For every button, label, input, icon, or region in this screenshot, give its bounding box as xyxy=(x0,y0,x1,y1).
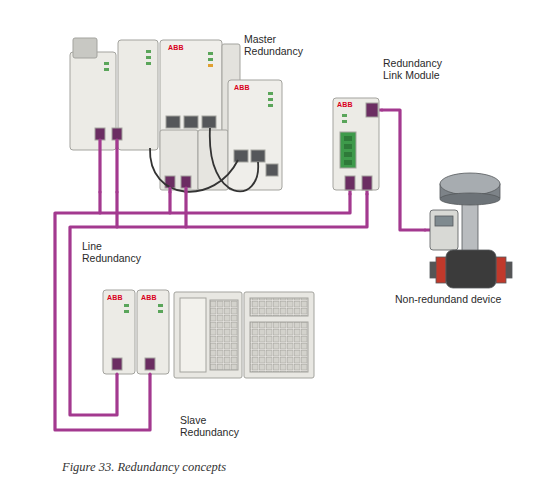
cpu-module xyxy=(228,80,282,190)
brand-logo: ABB xyxy=(107,294,123,301)
figure-caption: Figure 33. Redundancy concepts xyxy=(62,460,226,475)
dsub-connector xyxy=(73,38,97,58)
valve-flange xyxy=(496,257,506,283)
actuator-top xyxy=(440,173,500,195)
ethernet-port xyxy=(266,164,278,176)
led xyxy=(208,52,213,55)
module-body xyxy=(137,290,169,374)
terminal-row xyxy=(250,298,308,316)
module-body xyxy=(333,98,379,190)
brand-logo: ABB xyxy=(168,44,184,51)
io-module xyxy=(244,292,314,378)
node-label: Non-redundand device xyxy=(395,293,501,305)
cable-stub xyxy=(425,228,430,231)
terminal-block xyxy=(340,132,356,168)
led xyxy=(342,114,347,117)
led xyxy=(158,304,163,307)
bus-segment xyxy=(100,211,170,214)
ethernet-port xyxy=(184,116,198,128)
bus-port xyxy=(112,128,122,140)
node-label: Redundancy Link Module xyxy=(383,57,442,81)
terminal-screw xyxy=(344,144,352,149)
bus-cable xyxy=(70,192,117,415)
led xyxy=(146,56,151,59)
valve-body xyxy=(446,250,496,288)
led xyxy=(208,58,213,61)
bus-segment xyxy=(117,225,186,228)
bus-port xyxy=(366,103,378,117)
bus-port xyxy=(345,176,355,190)
ethernet-port xyxy=(234,150,248,162)
led xyxy=(268,92,273,95)
field-device: Non-redundand device xyxy=(425,172,508,300)
node-label: Slave Redundancy xyxy=(180,414,239,438)
bus-port xyxy=(112,358,122,370)
bus-port xyxy=(362,176,372,190)
bus-port xyxy=(95,128,105,140)
node-label: Master Redundancy xyxy=(244,33,303,57)
bus-port xyxy=(181,176,191,188)
module-body xyxy=(70,52,116,150)
valve-flange xyxy=(436,257,446,283)
positioner xyxy=(430,210,458,250)
ethernet-port xyxy=(251,150,265,162)
valve-illustration xyxy=(430,173,512,288)
led xyxy=(158,310,163,313)
led xyxy=(342,120,347,123)
cable-stub xyxy=(98,140,101,192)
cable-stub xyxy=(115,140,118,192)
module-body xyxy=(118,40,158,150)
controller-group: Master Redundancy xyxy=(66,34,285,192)
led xyxy=(104,68,109,71)
bus-label: Line Redundancy xyxy=(82,240,141,264)
led xyxy=(124,304,129,307)
link-module-hardware xyxy=(333,98,379,190)
terminal-screw xyxy=(344,136,352,141)
terminal-row xyxy=(250,322,308,372)
brand-logo: ABB xyxy=(141,294,157,301)
brand-logo: ABB xyxy=(234,84,250,91)
ethernet-port xyxy=(202,116,216,128)
module-body xyxy=(160,130,198,190)
slave-station-hardware xyxy=(103,290,314,378)
positioner-display xyxy=(435,216,453,226)
terminal-row xyxy=(210,300,238,370)
cable-stub xyxy=(348,190,351,194)
redundancy-cable xyxy=(210,128,258,191)
cable-stub xyxy=(365,190,368,194)
bus-cable xyxy=(170,192,350,213)
led xyxy=(104,62,109,65)
bus-cable xyxy=(186,192,367,227)
io-module xyxy=(174,292,242,378)
ethernet-port xyxy=(166,116,180,128)
led xyxy=(146,50,151,53)
valve-yoke xyxy=(462,200,478,252)
cable-stub xyxy=(168,188,171,192)
led xyxy=(124,310,129,313)
module-body xyxy=(103,290,135,374)
led xyxy=(268,104,273,107)
brand-logo: ABB xyxy=(337,101,353,108)
terminal-screw xyxy=(344,152,352,157)
actuator-bottom xyxy=(440,193,500,205)
cable-stub xyxy=(184,188,187,192)
led xyxy=(208,64,213,67)
terminal-screw xyxy=(344,160,352,165)
master-controllers xyxy=(70,38,282,190)
bus-cable xyxy=(55,192,150,430)
bus-cable xyxy=(382,110,425,230)
bus-wires xyxy=(100,110,430,374)
led xyxy=(268,98,273,101)
led xyxy=(146,62,151,65)
io-module-front xyxy=(180,298,206,372)
bus-port xyxy=(145,358,155,370)
